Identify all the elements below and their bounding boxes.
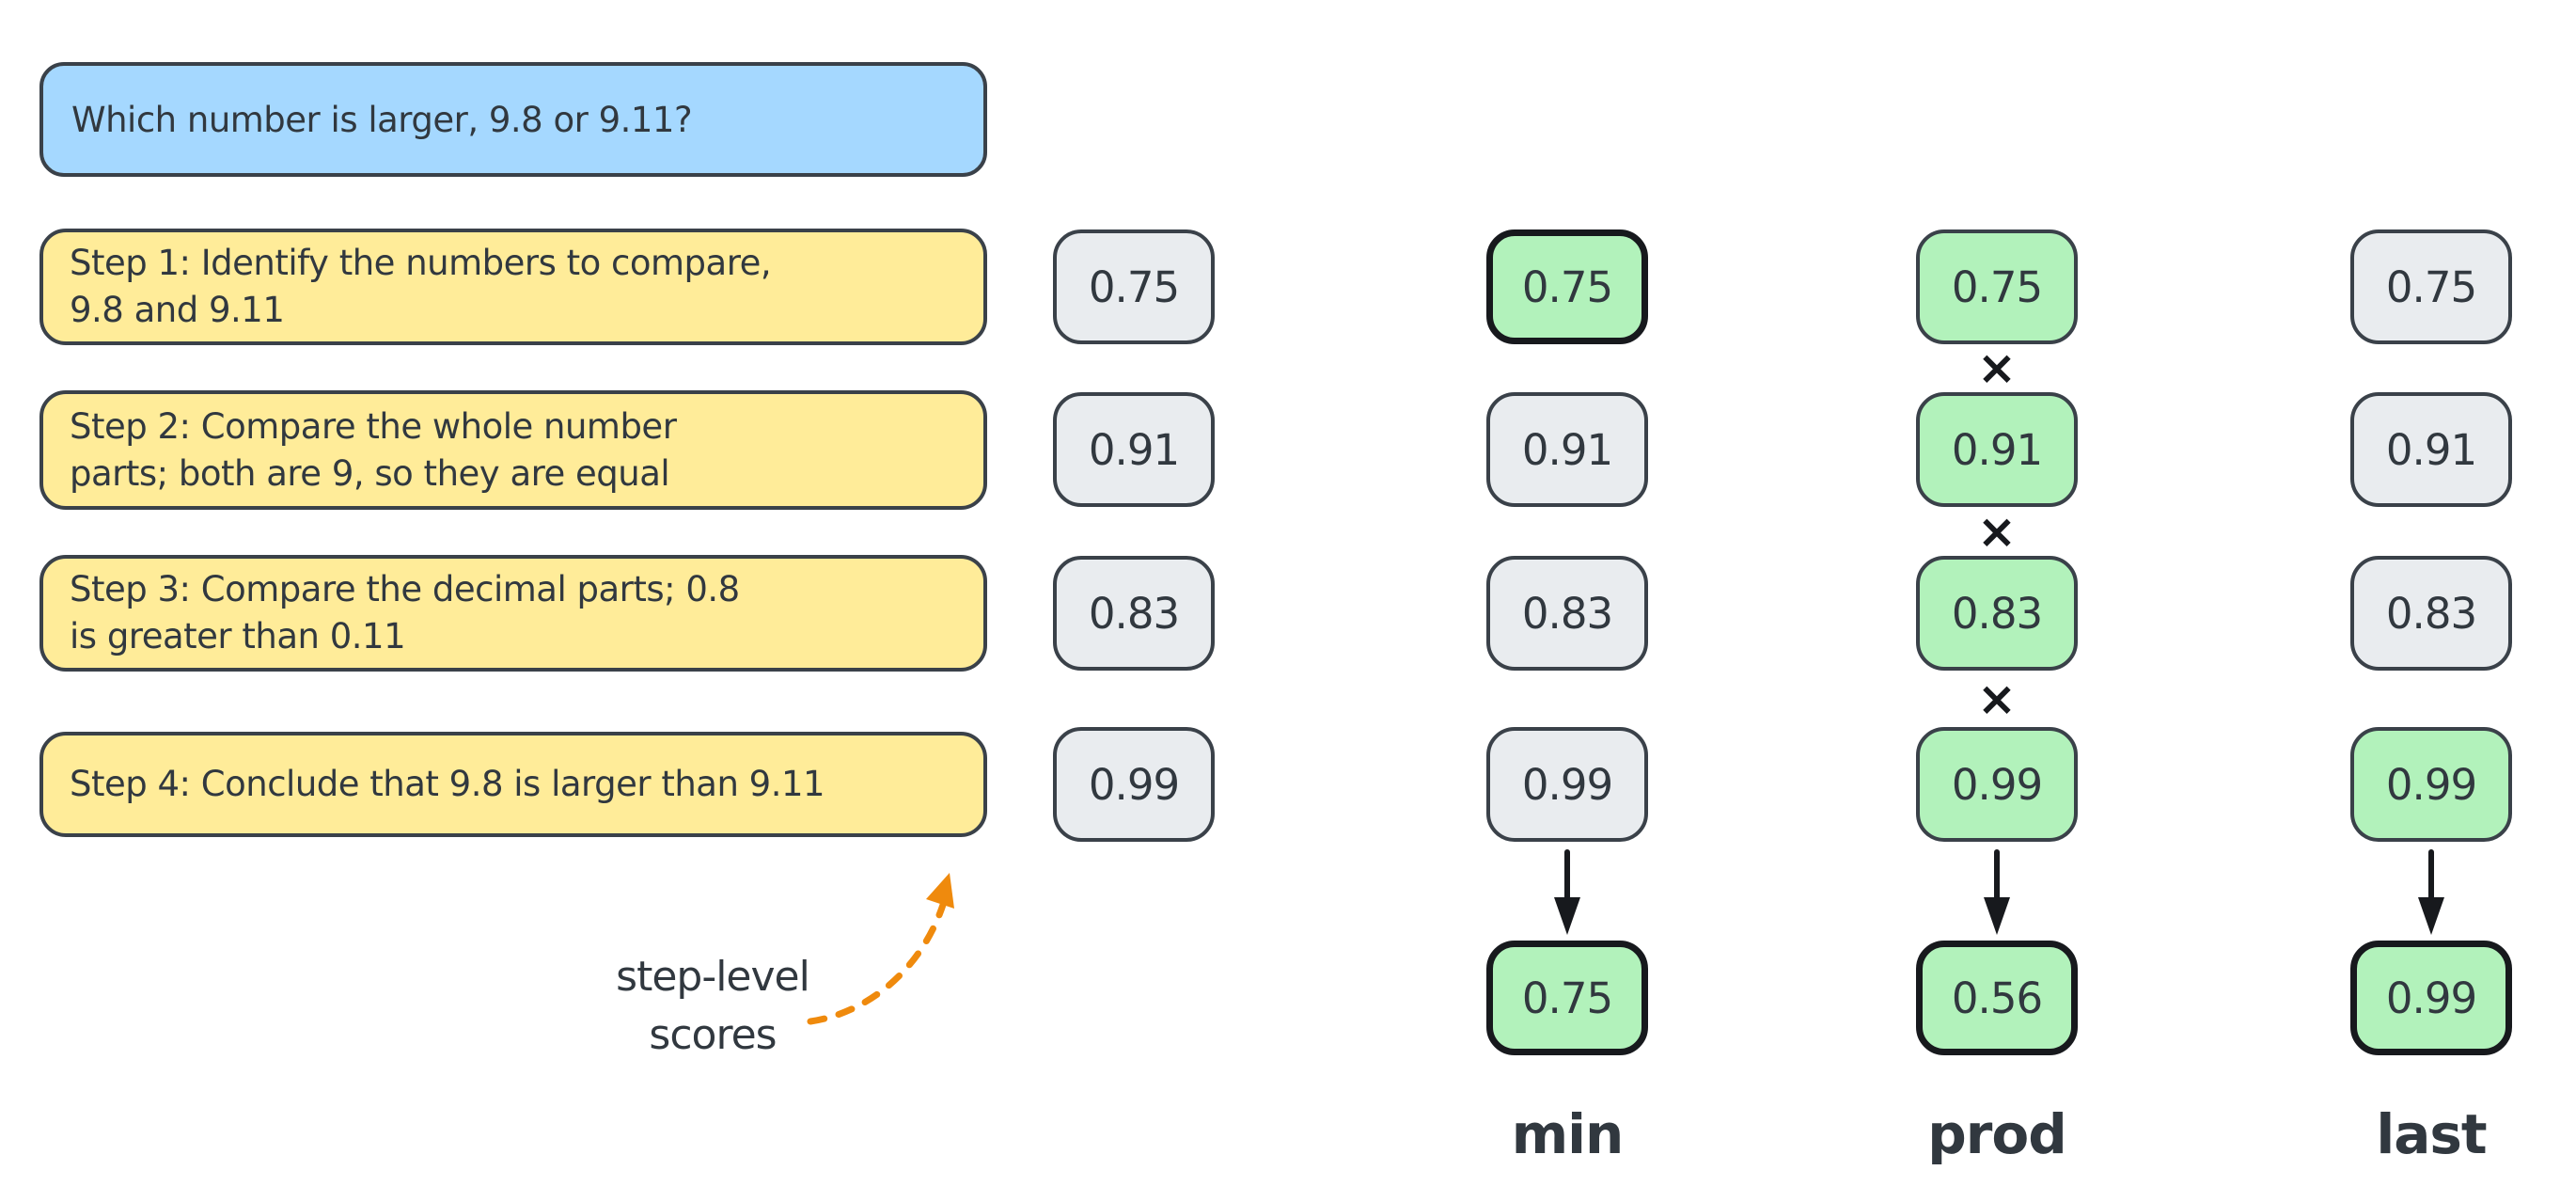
down-arrow-icon-last (2418, 849, 2444, 935)
result-box-min: 0.75 (1486, 941, 1648, 1055)
score-cell-prod-1: 0.75 (1916, 229, 2078, 344)
step-text: Step 1: Identify the numbers to compare,… (70, 243, 772, 330)
score-cell-prod-2: 0.91 (1916, 392, 2078, 507)
step-text: Step 2: Compare the whole number parts; … (70, 405, 677, 494)
score-cell-step-scores-3: 0.83 (1053, 556, 1215, 671)
score-cell-step-scores-2: 0.91 (1053, 392, 1215, 507)
annotation-line-1: step-level (616, 953, 810, 1001)
multiply-icon-1: × (1977, 340, 2017, 395)
score-cell-min-3: 0.83 (1486, 556, 1648, 671)
step-box-4: Step 4: Conclude that 9.8 is larger than… (39, 732, 987, 837)
curved-arrow-icon (807, 873, 954, 1025)
score-cell-min-2: 0.91 (1486, 392, 1648, 507)
result-box-last: 0.99 (2350, 941, 2512, 1055)
score-cell-min-4: 0.99 (1486, 727, 1648, 842)
score-cell-prod-4: 0.99 (1916, 727, 2078, 842)
step-text: Step 3: Compare the decimal parts; 0.8 i… (70, 569, 740, 656)
column-label-last: last (2376, 1102, 2487, 1166)
step-box-3: Step 3: Compare the decimal parts; 0.8 i… (39, 555, 987, 672)
multiply-icon-2: × (1977, 504, 2017, 559)
score-cell-step-scores-1: 0.75 (1053, 229, 1215, 344)
step-text: Step 4: Conclude that 9.8 is larger than… (70, 764, 825, 805)
score-cell-min-1: 0.75 (1486, 229, 1648, 344)
down-arrow-icon-prod (1984, 849, 2010, 935)
question-text: Which number is larger, 9.8 or 9.11? (71, 99, 693, 140)
column-label-min: min (1511, 1102, 1625, 1166)
down-arrow-icon-min (1554, 849, 1580, 935)
score-cell-last-4: 0.99 (2350, 727, 2512, 842)
score-cell-step-scores-4: 0.99 (1053, 727, 1215, 842)
score-cell-last-1: 0.75 (2350, 229, 2512, 344)
annotation-line-2: scores (649, 1011, 777, 1060)
score-cell-last-2: 0.91 (2350, 392, 2512, 507)
column-label-prod: prod (1927, 1102, 2066, 1166)
score-cell-last-3: 0.83 (2350, 556, 2512, 671)
annotation-step-level-scores: step-level scores (545, 948, 880, 1066)
multiply-icon-3: × (1977, 672, 2017, 726)
question-box: Which number is larger, 9.8 or 9.11? (39, 62, 987, 177)
result-box-prod: 0.56 (1916, 941, 2078, 1055)
step-box-2: Step 2: Compare the whole number parts; … (39, 390, 987, 510)
score-cell-prod-3: 0.83 (1916, 556, 2078, 671)
step-box-1: Step 1: Identify the numbers to compare,… (39, 229, 987, 345)
